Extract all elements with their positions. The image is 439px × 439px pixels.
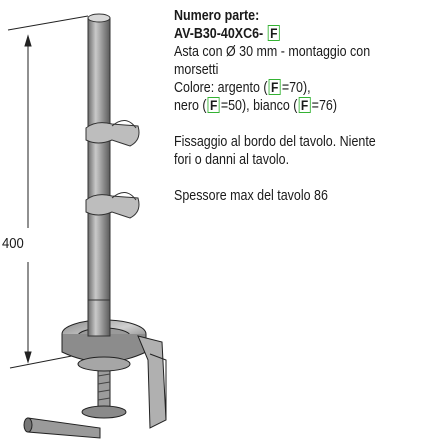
part-code-prefix: AV-B30-40XC6- <box>174 26 264 42</box>
color-black-label: nero ( <box>174 98 207 114</box>
note-1-line-1: Fissaggio al bordo del tavolo. Niente <box>174 134 376 150</box>
note-1-line-2: fori o danni al tavolo. <box>174 152 290 168</box>
pole-clip-lower <box>85 192 140 219</box>
pole <box>87 13 111 341</box>
pole-base-segment <box>87 299 111 337</box>
note-2: Spessore max del tavolo 86 <box>174 188 328 204</box>
variant-code-badge: F <box>267 25 281 41</box>
pole-clip-upper <box>85 120 140 147</box>
color-white-value: =76) <box>311 98 337 114</box>
color-label: Colore: argento <box>174 80 260 96</box>
color-black-value: =50), bianco ( <box>220 98 298 114</box>
variant-code-badge-silver: F <box>268 79 281 95</box>
color-silver-value: =70), <box>281 80 311 96</box>
description-line-1: Asta con Ø 30 mm - montaggio con <box>174 44 371 60</box>
dimension-label: 400 <box>2 236 24 252</box>
variant-code-badge-white: F <box>298 97 311 113</box>
part-code: AV-B30-40XC6- F <box>174 25 399 43</box>
color-line-1: Colore: argento (F=70), <box>174 79 311 96</box>
description-line-2: morsetti <box>174 62 219 78</box>
spec-text-block: Numero parte: AV-B30-40XC6- F Asta con Ø… <box>174 7 399 205</box>
desk-clamp <box>23 319 167 439</box>
variant-code-badge-black: F <box>207 97 220 113</box>
dimension-lines <box>7 15 89 369</box>
part-number-label: Numero parte: <box>174 8 260 24</box>
color-line-2: nero (F=50), bianco (F=76) <box>174 97 399 115</box>
